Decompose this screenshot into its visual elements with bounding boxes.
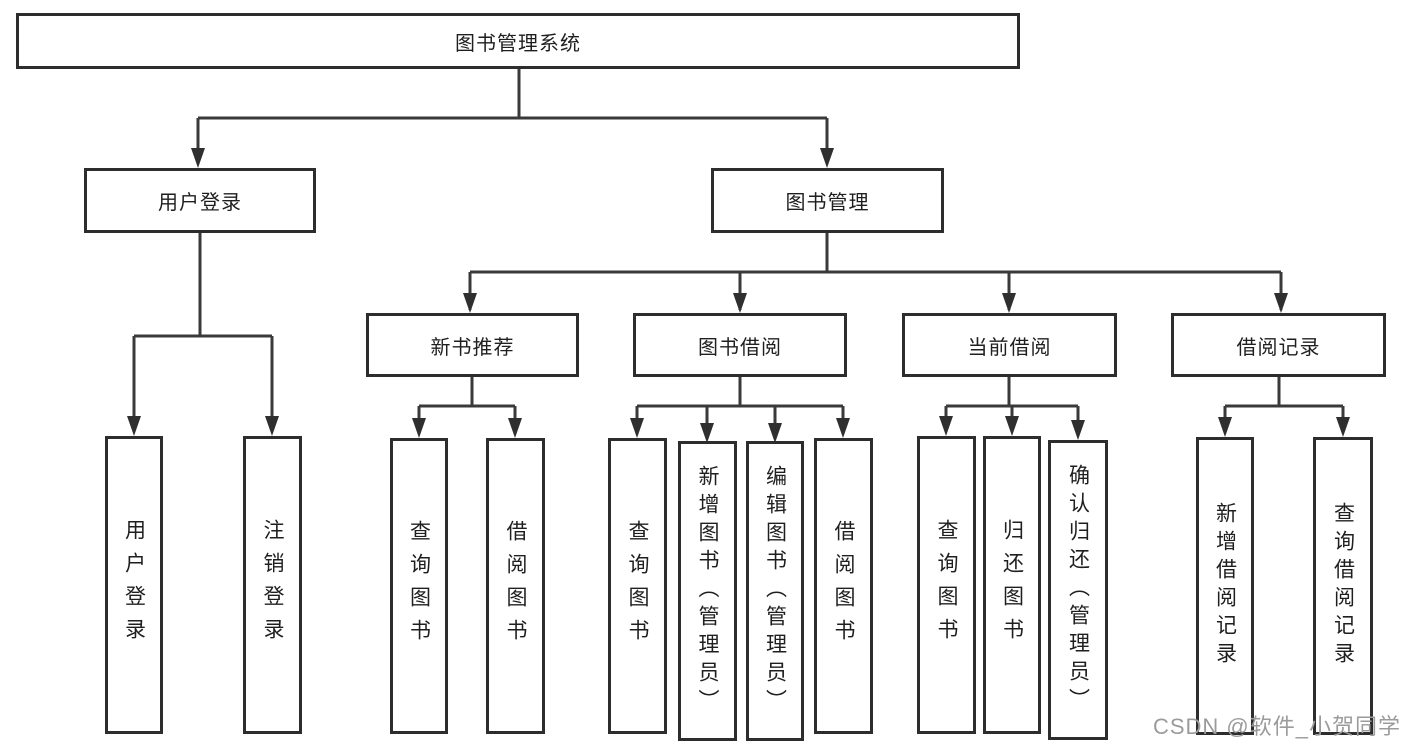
node-label: 图书管理 [785, 192, 870, 214]
leaf-label: 查询图书 [626, 520, 649, 652]
leaf-label: 确认归还（管理员） [1066, 464, 1090, 716]
leaf-label: 编辑图书（管理员） [763, 465, 787, 717]
leaf-label: 查询图书 [935, 519, 958, 651]
leaf-user-login: 用户登录 [105, 436, 163, 734]
node-label: 用户登录 [158, 192, 242, 214]
leaf-logout: 注销登录 [243, 436, 302, 734]
leaf-label: 新增借阅记录 [1213, 502, 1237, 670]
leaf-label: 借阅图书 [832, 520, 855, 652]
node-label: 当前借阅 [967, 336, 1052, 359]
leaf-confirm-return-admin: 确认归还（管理员） [1048, 440, 1108, 740]
leaf-add-books-admin: 新增图书（管理员） [678, 441, 737, 741]
leaf-label: 归还图书 [1000, 519, 1024, 651]
leaf-label: 查询借阅记录 [1331, 502, 1355, 670]
leaf-label: 借阅图书 [504, 520, 527, 652]
node-label: 图书借阅 [698, 336, 782, 359]
node-user-login: 用户登录 [84, 168, 316, 233]
leaf-label: 注销登录 [261, 519, 284, 651]
leaf-query-books-recommend: 查询图书 [390, 438, 448, 734]
leaf-label: 用户登录 [122, 519, 146, 651]
node-new-book-recommend: 新书推荐 [366, 313, 579, 377]
leaf-borrow-books: 借阅图书 [814, 438, 873, 734]
leaf-label: 查询图书 [407, 520, 431, 652]
node-label: 图书管理系统 [455, 32, 581, 55]
node-label: 新书推荐 [430, 336, 515, 359]
leaf-label: 新增图书（管理员） [696, 465, 719, 717]
node-label: 借阅记录 [1236, 336, 1321, 359]
leaf-add-borrow-record: 新增借阅记录 [1196, 437, 1254, 735]
node-borrowing-records: 借阅记录 [1171, 313, 1386, 377]
node-library-management-system: 图书管理系统 [16, 13, 1020, 69]
leaf-edit-books-admin: 编辑图书（管理员） [746, 441, 804, 741]
leaf-borrow-books-recommend: 借阅图书 [486, 438, 545, 734]
leaf-return-books: 归还图书 [983, 436, 1041, 734]
csdn-watermark: CSDN @软件_小贺同学 [1152, 714, 1401, 739]
leaf-query-books-current: 查询图书 [917, 436, 976, 734]
node-book-management: 图书管理 [711, 168, 944, 233]
node-current-borrowing: 当前借阅 [902, 313, 1117, 377]
leaf-query-books-borrowing: 查询图书 [608, 438, 667, 734]
node-book-borrowing: 图书借阅 [633, 313, 847, 377]
leaf-query-borrow-record: 查询借阅记录 [1313, 437, 1373, 735]
